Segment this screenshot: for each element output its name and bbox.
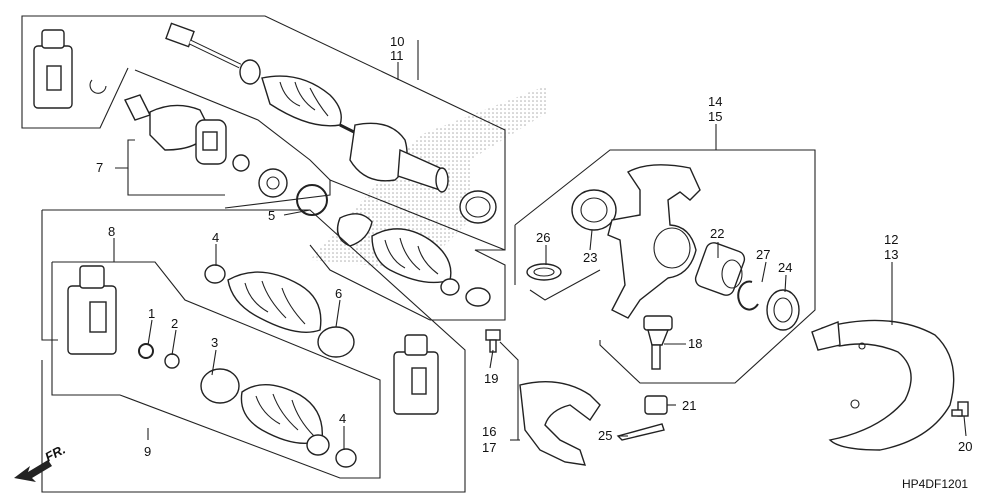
snap-ring-icon (232, 154, 250, 172)
callout-20: 20 (958, 439, 972, 454)
callout-6: 6 (335, 286, 342, 301)
brake-hose-bracket (485, 329, 601, 466)
callout-19: 19 (484, 371, 498, 386)
shaft-assembly-frame (128, 15, 506, 321)
inner-joint-group (124, 69, 331, 216)
callout-9: 9 (144, 444, 151, 459)
callout-15: 15 (708, 109, 722, 124)
callout-24: 24 (778, 260, 792, 275)
callout-labels: 10 11 7 5 8 4 1 2 6 3 4 9 14 15 12 13 26… (96, 34, 972, 459)
figure-code: HP4DF1201 (902, 477, 968, 491)
grease-group-top (21, 15, 129, 129)
callout-7: 7 (96, 160, 103, 175)
callout-18: 18 (688, 336, 702, 351)
leader-lines (113, 62, 967, 450)
front-direction-arrow: FR. (14, 442, 68, 482)
castle-nut-icon (644, 395, 668, 415)
callout-25: 25 (598, 428, 612, 443)
bolt-icon (957, 401, 969, 417)
snap-ring-icon (138, 343, 154, 359)
callout-5: 5 (268, 208, 275, 223)
callout-16: 16 (482, 424, 496, 439)
cotter-pin-icon (616, 423, 665, 441)
boot-band-top (459, 190, 497, 224)
steering-knuckle (607, 164, 701, 319)
boot-kit-frame (41, 209, 466, 493)
splash-shield (811, 319, 955, 451)
callout-13: 13 (884, 247, 898, 262)
callout-2: 2 (171, 316, 178, 331)
callout-8: 8 (108, 224, 115, 239)
callout-4-bottom: 4 (339, 411, 346, 426)
callout-26: 26 (536, 230, 550, 245)
callout-3: 3 (211, 335, 218, 350)
boot-group-mid (309, 179, 506, 321)
callout-14: 14 (708, 94, 722, 109)
callout-11: 11 (390, 48, 404, 63)
callout-12: 12 (884, 232, 898, 247)
callout-4-top: 4 (212, 230, 219, 245)
callout-1: 1 (148, 306, 155, 321)
callout-27: 27 (756, 247, 770, 262)
snap-ring-icon (89, 79, 107, 94)
driveshaft (165, 22, 497, 224)
callout-21: 21 (682, 398, 696, 413)
arrow-icon (14, 460, 52, 482)
callout-10: 10 (390, 34, 404, 49)
small-hardware (616, 395, 969, 441)
callout-23: 23 (583, 250, 597, 265)
knuckle-frame (514, 149, 816, 384)
callout-17: 17 (482, 440, 496, 455)
callout-22: 22 (710, 226, 724, 241)
